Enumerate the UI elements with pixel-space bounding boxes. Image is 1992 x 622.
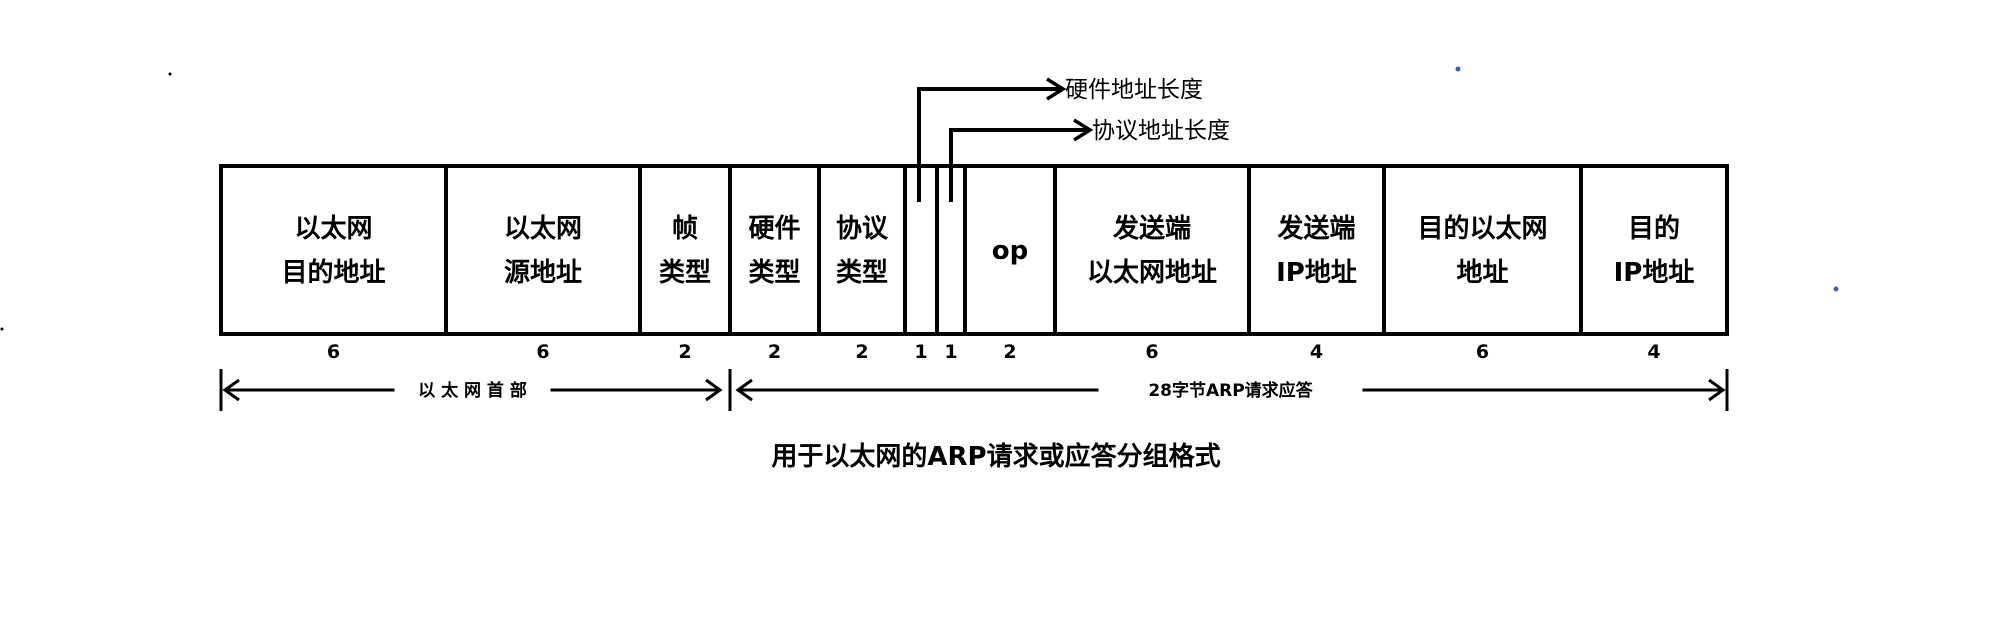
- callout-arrowhead: [1046, 77, 1067, 101]
- field-label: 硬件: [748, 214, 800, 244]
- field-label: 类型: [659, 258, 711, 288]
- field-size: 4: [1310, 341, 1323, 363]
- field-size: 2: [678, 341, 691, 363]
- field-label: 帧: [672, 214, 698, 244]
- field-label: 目的地址: [281, 257, 385, 288]
- callout-arrow: [949, 128, 1090, 202]
- packet-outline: [219, 164, 1729, 336]
- field-label: 目的: [1628, 213, 1680, 244]
- field-label: op: [992, 236, 1028, 266]
- field-label: IP地址: [1276, 258, 1357, 288]
- field-size: 6: [1145, 341, 1158, 363]
- callout-label: 协议地址长度: [1092, 118, 1230, 144]
- field-size: 2: [1003, 341, 1016, 363]
- field-label: 以太网地址: [1087, 258, 1217, 288]
- field-label: 类型: [836, 258, 888, 288]
- field-size: 6: [1476, 341, 1489, 363]
- field-size: 1: [944, 341, 957, 363]
- span-arrowhead: [705, 378, 723, 402]
- diagram-caption: 用于以太网的ARP请求或应答分组格式: [771, 442, 1221, 472]
- stray-dot: [168, 72, 172, 76]
- field-label: IP地址: [1614, 258, 1695, 288]
- stray-dot: [0, 327, 4, 331]
- callout-label: 硬件地址长度: [1065, 77, 1203, 103]
- field-label: 目的以太网: [1417, 213, 1547, 244]
- field-size: 1: [914, 341, 927, 363]
- field-label: 以太网: [294, 214, 372, 244]
- callout-arrowhead: [1073, 118, 1094, 142]
- stray-dot: [1455, 66, 1461, 72]
- span-arrowhead: [735, 378, 753, 402]
- stray-dot: [1833, 286, 1839, 292]
- field-label: 发送端: [1112, 213, 1191, 244]
- field-size: 2: [855, 341, 868, 363]
- field-label: 发送端: [1276, 213, 1355, 244]
- field-size: 6: [327, 341, 340, 363]
- span-arrowhead: [1708, 378, 1726, 402]
- field-label: 以太网: [504, 214, 582, 244]
- span-label: 以 太 网 首 部: [418, 380, 527, 401]
- field-size: 4: [1647, 341, 1660, 363]
- field-label: 地址: [1456, 258, 1508, 288]
- field-size: 6: [536, 341, 549, 363]
- callout-arrow: [917, 87, 1063, 202]
- span-label: 28字节ARP请求应答: [1148, 380, 1313, 401]
- field-label: 类型: [748, 258, 800, 288]
- field-size: 2: [768, 341, 781, 363]
- field-label: 协议: [836, 214, 889, 244]
- span-arrowhead: [222, 378, 240, 402]
- field-label: 源地址: [504, 258, 582, 288]
